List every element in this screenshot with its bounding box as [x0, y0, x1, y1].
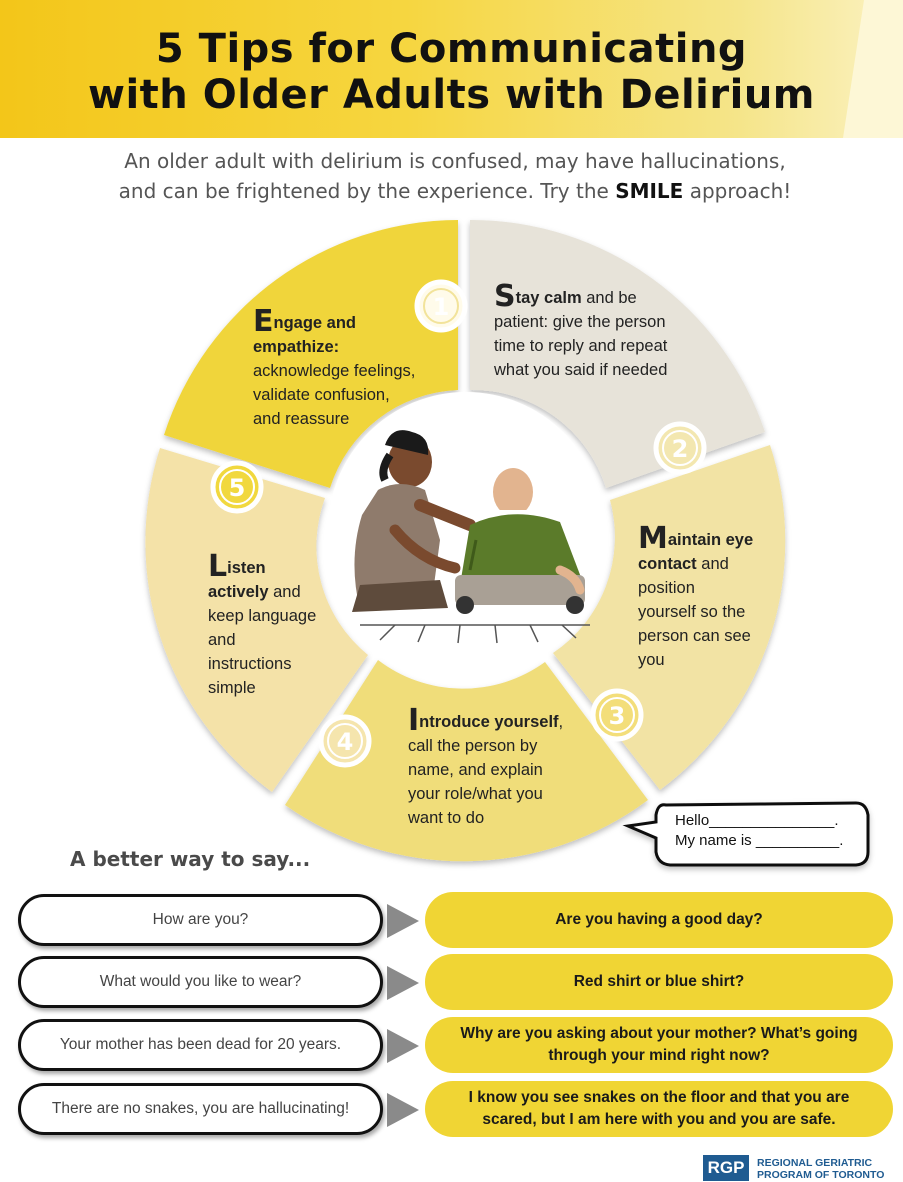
segment-4 [145, 448, 368, 792]
tip-3-line-2: name, and explain [408, 761, 543, 779]
better-phrase: Why are you asking about your mother? Wh… [425, 1017, 893, 1073]
phrase-row-4: There are no snakes, you are hallucinati… [0, 1081, 903, 1141]
better-phrase: Red shirt or blue shirt? [425, 954, 893, 1010]
phrase-row-3: Your mother has been dead for 20 years. … [0, 1017, 903, 1077]
tip-4-line-3: instructions [208, 655, 292, 673]
tip-1-text-start: and be [581, 289, 637, 307]
badge-3-number: 3 [609, 702, 626, 730]
tip-4-line-2: and [208, 631, 236, 649]
tip-2-line-3: person can see [638, 627, 751, 645]
badge-4 [318, 714, 372, 768]
tip-1-stay-calm: Stay calm and be patient: give the perso… [494, 282, 668, 382]
better-phrase: Are you having a good day? [425, 892, 893, 948]
arrow-right-icon [387, 1093, 419, 1127]
tip-5-heading-2: empathize: [253, 338, 340, 356]
smile-wheel-diagram: 1 2 3 4 5 [145, 219, 870, 867]
tip-2-heading-line: Maintain eye [638, 524, 754, 554]
tip-2-line-4: you [638, 651, 665, 669]
tip-2-letter: M [638, 521, 668, 556]
tip-5-line-2: validate confusion, [253, 386, 390, 404]
badge-4-number: 4 [337, 728, 354, 756]
title-line-1: 5 Tips for Communicating [155, 26, 748, 72]
avoid-phrase: There are no snakes, you are hallucinati… [18, 1083, 383, 1135]
intro-line-2-end: approach! [683, 179, 792, 203]
badge-3 [590, 688, 644, 742]
tip-4-line-4: simple [208, 679, 256, 697]
badge-1-number: 1 [433, 293, 450, 321]
tip-3-text-start: , [558, 713, 564, 731]
tip-5-letter: E [253, 304, 274, 339]
tip-3-line-1: call the person by [408, 737, 538, 755]
intro-line-1: An older adult with delirium is confused… [124, 149, 786, 173]
intro-text: An older adult with delirium is confused… [60, 146, 850, 206]
intro-line-2-start: and can be frightened by the experience.… [118, 179, 616, 203]
tip-3-line-4: want to do [408, 809, 485, 827]
arrow-right-icon [387, 1029, 419, 1063]
tip-4-heading-line: Listen [208, 552, 316, 582]
tip-4-heading-line-2: actively and [208, 580, 316, 604]
arrow-right-icon [387, 966, 419, 1000]
tip-4-line-1: keep language [208, 607, 317, 625]
tip-2-line-1: position [638, 579, 695, 597]
avoid-phrase: Your mother has been dead for 20 years. [18, 1019, 383, 1071]
tip-4-listen: Listen actively and keep language and in… [208, 552, 317, 700]
avoid-phrase: What would you like to wear? [18, 956, 383, 1008]
tip-1-heading: tay calm [515, 289, 582, 307]
tip-4-text-start: and [268, 583, 301, 601]
tip-2-line-2: yourself so the [638, 603, 746, 621]
tip-3-line-3: your role/what you [408, 785, 543, 803]
tip-4-heading-2: actively [208, 583, 269, 601]
tip-3-heading-line: Introduce yourself, [408, 706, 564, 736]
badge-2 [653, 421, 707, 475]
avoid-phrase: How are you? [18, 894, 383, 946]
caregiver-illustration [352, 430, 590, 644]
badge-5 [210, 460, 264, 514]
tip-3-heading: ntroduce yourself [419, 713, 559, 731]
tip-5-engage: Engage and empathize: acknowledge feelin… [253, 307, 416, 431]
segment-5 [164, 220, 458, 488]
tip-1-heading-line: Stay calm and be [494, 282, 667, 312]
page-title: 5 Tips for Communicating with Older Adul… [0, 26, 903, 118]
tip-2-heading-line-2: contact and [638, 552, 753, 576]
tip-1-line-2: time to reply and repeat [494, 337, 668, 355]
tip-3-introduce: Introduce yourself, call the person by n… [408, 706, 564, 830]
segment-1 [470, 219, 765, 488]
title-line-2: with Older Adults with Delirium [88, 72, 815, 118]
better-way-heading: A better way to say... [70, 847, 311, 871]
arrow-right-icon [387, 904, 419, 938]
bubble-line-2: My name is __________. [675, 832, 844, 849]
tip-4-letter: L [208, 549, 228, 584]
tip-4-heading: isten [227, 559, 266, 577]
badge-1 [414, 279, 468, 333]
smile-word: SMILE [615, 179, 684, 203]
speech-bubble [622, 801, 870, 867]
tip-2-text-start: and [696, 555, 729, 573]
tip-1-line-1: patient: give the person [494, 313, 666, 331]
badge-5-number: 5 [229, 474, 246, 502]
logo-line-1: REGIONAL GERIATRIC [757, 1157, 873, 1169]
tip-2-heading-2: contact [638, 555, 697, 573]
segment-3 [285, 660, 648, 862]
rgp-logo: RGP [703, 1155, 749, 1181]
intro-line-2: and can be frightened by the experience.… [60, 176, 850, 206]
better-phrase: I know you see snakes on the floor and t… [425, 1081, 893, 1137]
tip-1-line-3: what you said if needed [494, 361, 668, 379]
logo-line-2: PROGRAM OF TORONTO [757, 1169, 885, 1181]
tip-5-heading-line: Engage and [253, 307, 415, 337]
title-banner [0, 0, 903, 138]
phrase-row-1: How are you? Are you having a good day? [0, 892, 903, 952]
tip-5-line-1: acknowledge feelings, [253, 362, 416, 380]
tip-3-letter: I [408, 703, 420, 738]
rgp-logo-text: REGIONAL GERIATRIC PROGRAM OF TORONTO [757, 1157, 884, 1181]
tip-2-heading: aintain eye [667, 531, 754, 549]
tip-2-eye-contact: Maintain eye contact and position yourse… [638, 524, 754, 672]
tip-5-heading: ngage and [273, 314, 357, 332]
tip-1-letter: S [494, 279, 516, 314]
phrase-row-2: What would you like to wear? Red shirt o… [0, 954, 903, 1014]
badge-2-number: 2 [672, 435, 689, 463]
bubble-line-1: Hello_______________. [675, 812, 839, 829]
tip-5-line-3: and reassure [253, 410, 350, 428]
